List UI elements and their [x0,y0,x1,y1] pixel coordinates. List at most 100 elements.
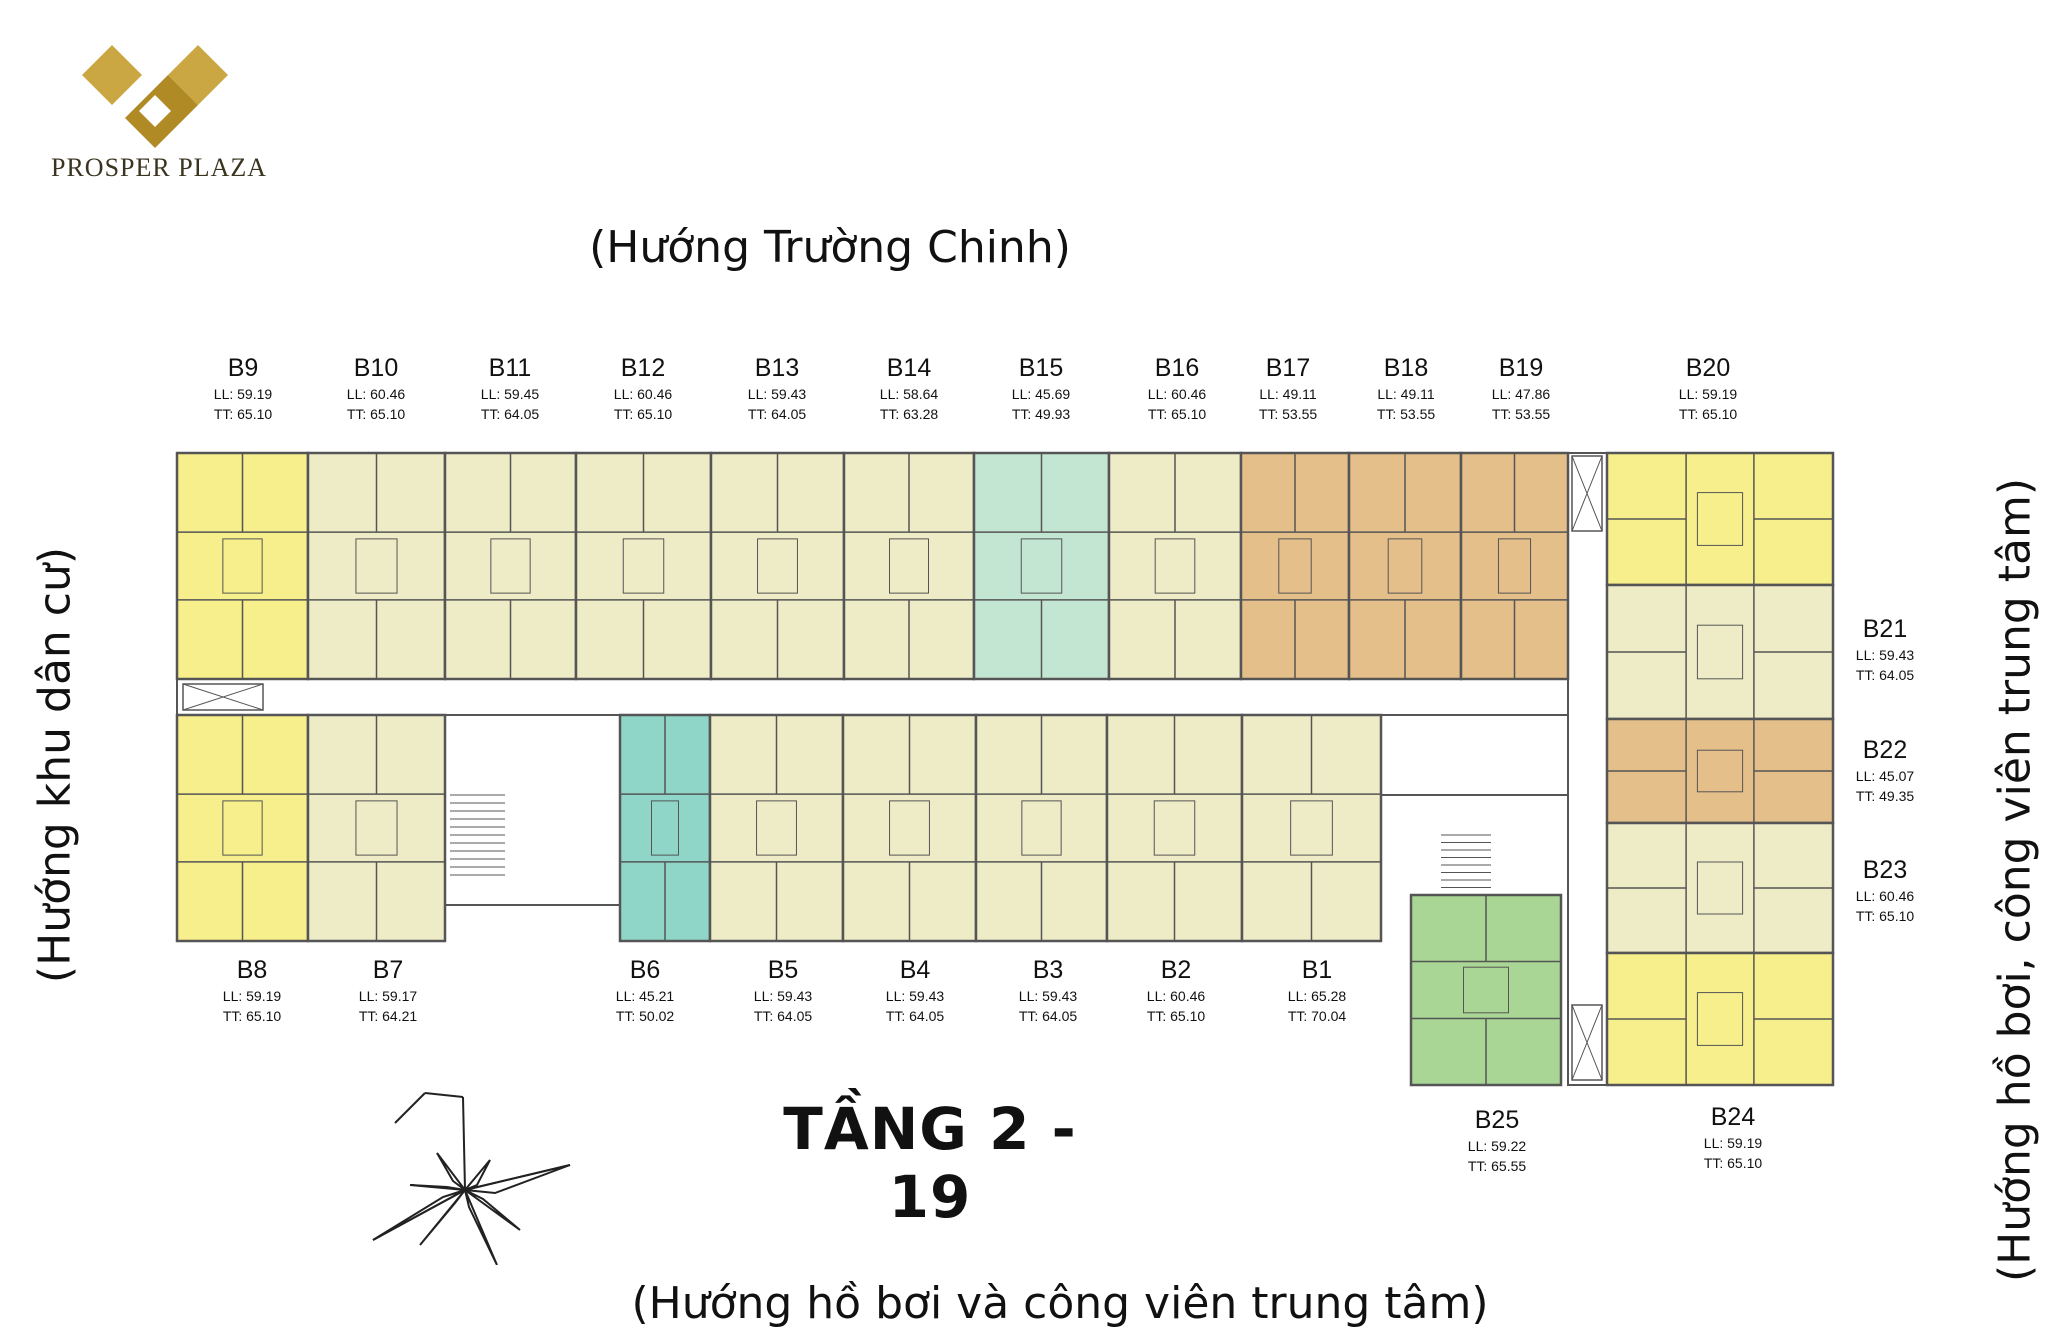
unit-ll-area: LL: 45.07 [1855,768,1915,784]
unit-tt-area: TT: 65.10 [346,406,406,422]
unit-b21[interactable] [1605,583,1835,721]
unit-tt-area: TT: 65.10 [222,1008,282,1024]
unit-ll-area: LL: 45.21 [615,988,675,1004]
unit-code: B5 [767,956,799,984]
unit-tt-area: TT: 64.05 [747,406,807,422]
unit-b9[interactable] [175,451,310,681]
unit-tt-area: TT: 49.93 [1011,406,1071,422]
unit-b20[interactable] [1605,451,1835,587]
unit-ll-area: LL: 60.46 [1855,888,1915,904]
unit-b4[interactable] [841,713,978,943]
unit-ll-area: LL: 60.46 [1146,988,1206,1004]
unit-code: B22 [1862,736,1908,764]
unit-tt-area: TT: 64.05 [885,1008,945,1024]
shaft-west [182,683,264,711]
unit-b23[interactable] [1605,821,1835,955]
unit-ll-area: LL: 59.43 [753,988,813,1004]
unit-code: B15 [1018,354,1064,382]
unit-ll-area: LL: 59.22 [1467,1138,1527,1154]
unit-code: B10 [353,354,399,382]
unit-b6[interactable] [618,713,712,943]
unit-ll-area: LL: 59.43 [885,988,945,1004]
unit-code: B17 [1265,354,1311,382]
unit-b16[interactable] [1107,451,1243,681]
floor-title: TẦNG 2 - 19 [783,1095,1077,1231]
compass-icon [372,1092,571,1265]
unit-b18[interactable] [1347,451,1463,681]
unit-code: B2 [1160,956,1192,984]
unit-b8[interactable] [175,713,310,943]
unit-tt-area: TT: 64.21 [358,1008,418,1024]
unit-b22[interactable] [1605,717,1835,825]
unit-b13[interactable] [709,451,846,681]
unit-tt-area: TT: 49.35 [1855,788,1915,804]
prosper-plaza-logo-icon [82,2,228,148]
unit-code: B8 [236,956,268,984]
unit-b17[interactable] [1239,451,1351,681]
unit-b2[interactable] [1105,713,1244,943]
unit-tt-area: TT: 64.05 [1018,1008,1078,1024]
unit-code: B12 [620,354,666,382]
unit-tt-area: TT: 65.10 [1146,1008,1206,1024]
unit-ll-area: LL: 49.11 [1259,386,1317,402]
unit-ll-area: LL: 59.43 [1018,988,1078,1004]
unit-b25[interactable] [1409,893,1563,1087]
unit-b7[interactable] [306,713,447,943]
unit-ll-area: LL: 60.46 [613,386,673,402]
unit-code: B4 [899,956,931,984]
unit-b24[interactable] [1605,951,1835,1087]
stairs-east [1441,834,1491,896]
unit-ll-area: LL: 58.64 [879,386,939,402]
unit-b15[interactable] [972,451,1111,681]
unit-tt-area: TT: 65.10 [613,406,673,422]
unit-code: B25 [1474,1106,1520,1134]
lift-core-east [1380,714,1569,796]
unit-b5[interactable] [708,713,845,943]
unit-code: B9 [227,354,259,382]
unit-code: B18 [1383,354,1429,382]
unit-ll-area: LL: 59.19 [213,386,273,402]
shaft-south-east [1571,1004,1603,1081]
unit-ll-area: LL: 60.46 [1147,386,1207,402]
unit-ll-area: LL: 60.46 [346,386,406,402]
unit-b19[interactable] [1459,451,1570,681]
unit-tt-area: TT: 65.55 [1467,1158,1527,1174]
unit-tt-area: TT: 65.10 [1855,908,1915,924]
unit-code: B20 [1685,354,1731,382]
unit-b1[interactable] [1240,713,1383,943]
logo-text: PROSPER PLAZA [51,153,267,182]
stair-core-west [444,714,621,906]
unit-code: B14 [886,354,932,382]
unit-b12[interactable] [574,451,713,681]
direction-top-label: (Hướng Trường Chinh) [589,222,1071,273]
unit-ll-area: LL: 59.19 [1678,386,1738,402]
unit-code: B11 [488,354,532,382]
unit-ll-area: LL: 45.69 [1011,386,1071,402]
unit-b14[interactable] [842,451,976,681]
unit-tt-area: TT: 63.28 [879,406,939,422]
unit-code: B21 [1862,615,1908,643]
unit-ll-area: LL: 47.86 [1491,386,1551,402]
unit-b10[interactable] [306,451,447,681]
unit-b11[interactable] [443,451,578,681]
unit-ll-area: LL: 59.43 [747,386,807,402]
unit-ll-area: LL: 59.17 [358,988,418,1004]
unit-code: B1 [1301,956,1333,984]
unit-tt-area: TT: 53.55 [1491,406,1551,422]
unit-b3[interactable] [974,713,1109,943]
